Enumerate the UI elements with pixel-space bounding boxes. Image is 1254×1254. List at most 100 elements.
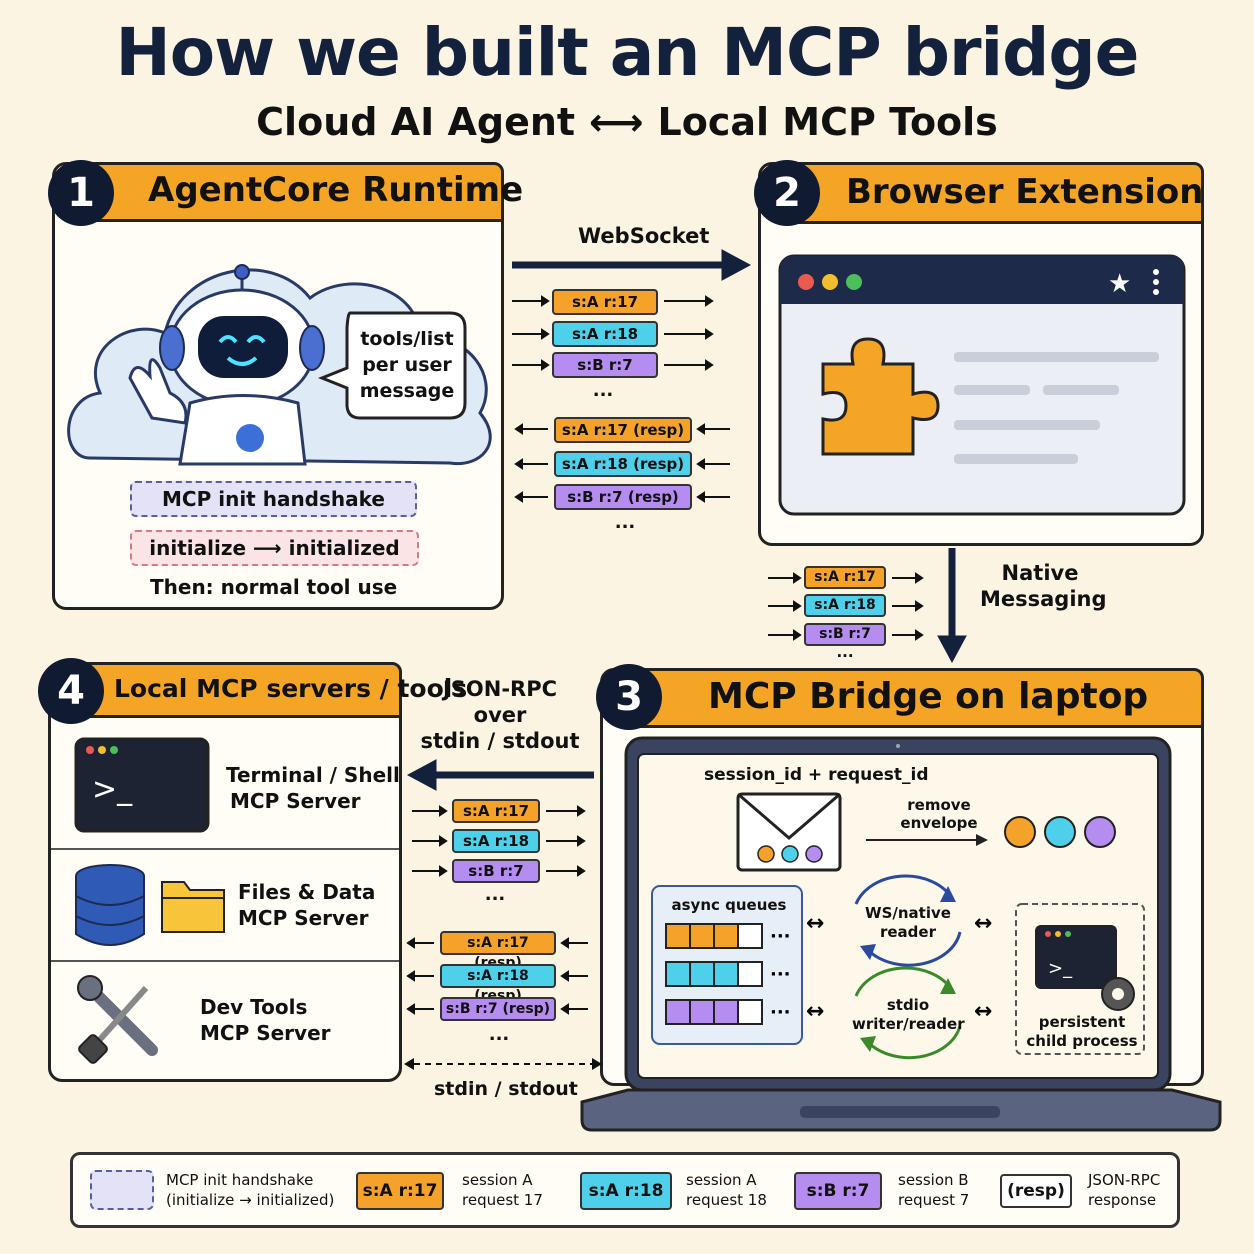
server-terminal-label: Terminal / Shell MCP Server: [226, 762, 400, 814]
laptop-illustration: ··· ··· ··· ↔ ↔ ↔ ↔ >_: [580, 736, 1222, 1132]
legend-line: (initialize → initialized): [166, 1191, 335, 1209]
ellipsis: ...: [836, 643, 854, 661]
ellipsis: ...: [484, 884, 506, 905]
server-line: MCP Server: [230, 789, 361, 813]
server-line: MCP Server: [238, 906, 369, 930]
native-messaging-label: Native Messaging: [980, 560, 1107, 612]
jsonrpc-label: JSON-RPC over stdin / stdout: [420, 676, 580, 754]
msg-tag: s:B r:7 (resp): [554, 484, 692, 510]
page-title: How we built an MCP bridge: [115, 14, 1140, 91]
msg-tag: s:B r:7 (resp): [440, 997, 556, 1021]
divider: [51, 848, 399, 850]
stdin-stdout-label: stdin / stdout: [434, 1078, 578, 1100]
legend-line: MCP init handshake: [166, 1171, 314, 1189]
robot-waving-hand: [128, 358, 188, 425]
remove-line: remove: [907, 796, 971, 814]
robot-cloud-illustration: [67, 264, 492, 466]
server-line: Terminal / Shell: [226, 763, 400, 787]
initialize-label: initialize: [149, 536, 247, 560]
legend-line: request 17: [462, 1191, 543, 1209]
legend-desc-2: session A request 18: [686, 1170, 767, 1210]
subtitle-left: Cloud AI Agent: [256, 100, 576, 144]
server-files-label: Files & Data MCP Server: [238, 879, 375, 931]
database-icon: [75, 864, 145, 946]
legend-line: JSON-RPC: [1088, 1171, 1161, 1189]
panel-4-title: Local MCP servers / tools: [114, 674, 468, 703]
bubble-line: per user: [362, 354, 452, 376]
svg-text:···: ···: [770, 964, 791, 985]
server-line: MCP Server: [200, 1021, 331, 1045]
subtitle-right: Local MCP Tools: [657, 100, 998, 144]
legend-line: request 7: [898, 1191, 970, 1209]
msg-tag: s:A r:18 (resp): [554, 451, 692, 477]
websocket-label: WebSocket: [578, 224, 710, 248]
msg-tag: s:A r:18: [552, 321, 658, 347]
msg-tag: s:A r:17 (resp): [554, 417, 692, 443]
stdio-line: stdio: [886, 996, 930, 1014]
msg-tag: s:B r:7: [804, 623, 886, 646]
jsonrpc-line: JSON-RPC: [442, 677, 558, 701]
svg-text:↔: ↔: [806, 999, 824, 1024]
remove-envelope-label: remove envelope: [880, 796, 998, 832]
server-line: Files & Data: [238, 880, 376, 904]
legend-tag: (resp): [1000, 1174, 1072, 1208]
svg-text:↔: ↔: [974, 911, 992, 936]
persistent-child-process-label: persistent child process: [1018, 1013, 1146, 1051]
msg-tag: s:A r:18: [452, 829, 540, 853]
msg-tag: s:B r:7: [552, 352, 658, 378]
ws-line: WS/native: [865, 904, 951, 922]
legend-tag: s:B r:7: [794, 1172, 882, 1210]
panel-3-header: [632, 668, 1204, 728]
star-icon: ★: [1108, 269, 1131, 299]
terminal-icon: >_: [74, 737, 210, 833]
panel-1-header: [80, 162, 504, 222]
msg-tag: s:A r:18: [804, 594, 886, 617]
ws-native-reader-label: WS/native reader: [858, 904, 958, 942]
speech-bubble: [317, 311, 467, 420]
ellipsis: ...: [614, 512, 636, 533]
svg-text:···: ···: [770, 926, 791, 947]
then-normal-tool-use: Then: normal tool use: [150, 575, 398, 599]
ellipsis: ...: [488, 1024, 510, 1045]
legend-handshake-text: MCP init handshake (initialize → initial…: [166, 1170, 334, 1210]
browser-window-illustration: ★: [778, 254, 1186, 516]
native-line: Messaging: [980, 587, 1107, 611]
server-line: Dev Tools: [200, 995, 308, 1019]
msg-tag: s:A r:17: [452, 799, 540, 823]
legend-tag: s:A r:18: [580, 1172, 672, 1210]
remove-line: envelope: [900, 814, 978, 832]
legend-line: session A: [686, 1171, 757, 1189]
bubble-text: tools/list per user message: [348, 326, 466, 404]
stdio-line: writer/reader: [852, 1015, 965, 1033]
async-queues-label: async queues: [671, 896, 787, 914]
wrench-screwdriver-icon: [77, 975, 158, 1064]
svg-text:>_: >_: [1048, 958, 1073, 979]
panel-4-number: 4: [38, 658, 104, 724]
folder-icon: [161, 881, 225, 933]
legend-desc-1: session A request 17: [462, 1170, 543, 1210]
panel-3-number: 3: [596, 664, 662, 730]
page-subtitle: Cloud AI Agent ⟷ Local MCP Tools: [0, 100, 1254, 144]
bubble-line: tools/list: [360, 328, 454, 350]
ws-line: reader: [879, 923, 936, 941]
server-devtools-label: Dev Tools MCP Server: [200, 994, 331, 1046]
svg-text:>_: >_: [92, 772, 133, 807]
bidirectional-arrow-icon: ⟷: [589, 100, 644, 144]
puzzle-piece-icon: [821, 337, 940, 456]
legend-line: response: [1088, 1191, 1157, 1209]
child-line: persistent: [1038, 1013, 1126, 1031]
legend-line: session A: [462, 1171, 533, 1189]
panel-2-title: Browser Extension: [846, 172, 1204, 212]
panel-1-number: 1: [48, 160, 114, 226]
msg-tag: s:A r:18 (resp): [440, 964, 556, 1004]
native-line: Native: [1001, 561, 1079, 585]
jsonrpc-line: stdin / stdout: [420, 729, 580, 753]
msg-tag: s:B r:7: [452, 859, 540, 883]
ellipsis: ...: [592, 380, 614, 401]
panel-2-header: [790, 162, 1204, 224]
bubble-line: message: [359, 380, 455, 402]
msg-tag: s:A r:17: [552, 289, 658, 315]
svg-text:↔: ↔: [806, 911, 824, 936]
panel-2-number: 2: [754, 160, 820, 226]
